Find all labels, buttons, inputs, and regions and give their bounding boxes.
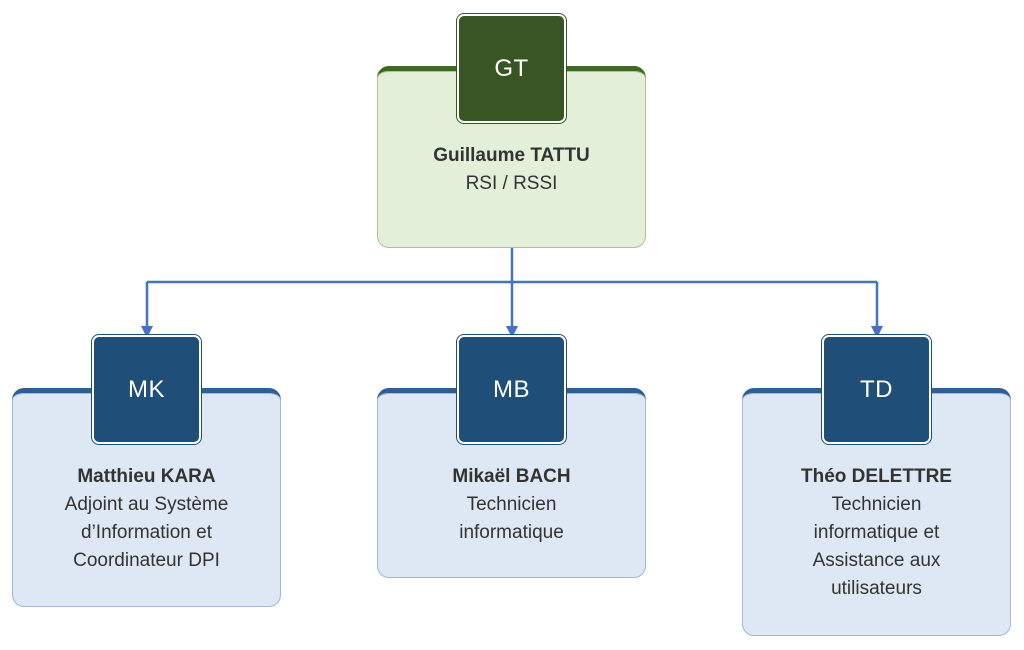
root-text: Guillaume TATTU RSI / RSSI (377, 142, 646, 198)
child-text-2: Mikaël BACH Technicien informatique (377, 463, 646, 547)
child-role-3: Technicien informatique et Assistance au… (812, 494, 941, 599)
child-text-3: Théo DELETTRE Technicien informatique et… (742, 463, 1011, 603)
child-badge-3: TD (822, 335, 931, 444)
child-badge-2: MB (457, 335, 566, 444)
root-role: RSI / RSSI (465, 173, 558, 194)
child-name-3: Théo DELETTRE (801, 466, 952, 487)
child-name-2: Mikaël BACH (452, 466, 571, 487)
child-role-2: Technicien informatique (459, 494, 564, 543)
root-badge: GT (457, 14, 566, 123)
root-name: Guillaume TATTU (433, 145, 590, 166)
child-text-1: Matthieu KARA Adjoint au Système d’Infor… (12, 463, 281, 575)
child-badge-1: MK (92, 335, 201, 444)
child-role-1: Adjoint au Système d’Information et Coor… (64, 494, 229, 571)
child-name-1: Matthieu KARA (77, 466, 216, 487)
